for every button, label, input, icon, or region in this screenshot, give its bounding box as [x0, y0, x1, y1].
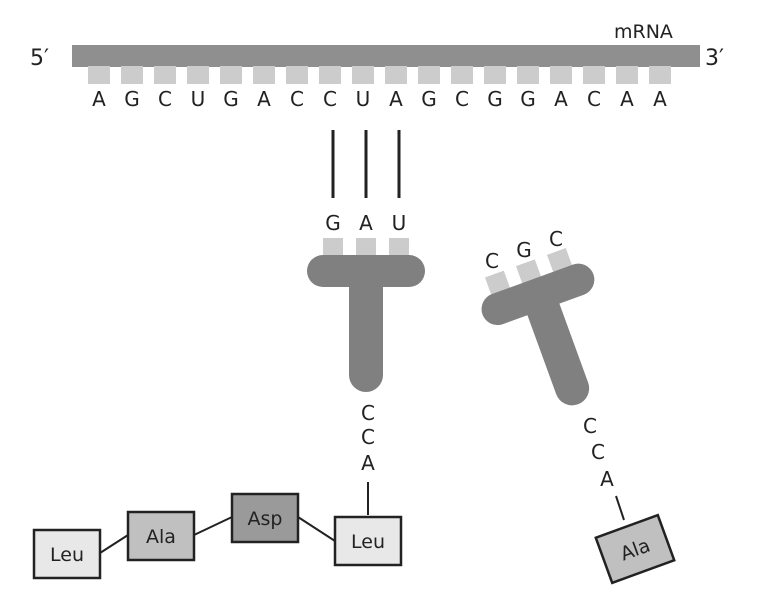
amino-acid-box	[230, 492, 300, 544]
amino-acid-label: Asp	[248, 508, 283, 530]
mrna-base-tab	[187, 66, 209, 84]
mrna-base: A	[554, 87, 568, 111]
mrna-base: U	[356, 87, 371, 111]
mrna-base-tab	[517, 66, 539, 84]
mrna-base-tab	[616, 66, 638, 84]
mrna-base-tab	[418, 66, 440, 84]
acceptor-base: C	[591, 440, 605, 464]
anticodon-base: U	[392, 211, 407, 235]
five-prime-label: 5′	[30, 46, 49, 71]
mrna-base-tab	[385, 66, 407, 84]
mrna-base-tab	[550, 66, 572, 84]
anticodon-letters: G A U	[325, 211, 406, 235]
acceptor-base: C	[361, 425, 375, 449]
trna-bound: G A U C C A	[307, 211, 425, 515]
peptide-bond	[99, 534, 129, 554]
mrna-base-tab	[121, 66, 143, 84]
trna-stem	[349, 270, 383, 392]
mrna-base-tab	[88, 66, 110, 84]
trna-free: C G C C C A Ala	[481, 227, 676, 585]
amino-acid-label: Leu	[50, 544, 84, 566]
amino-link-line	[615, 495, 625, 521]
mrna-base: A	[92, 87, 106, 111]
mrna-base: C	[455, 87, 469, 111]
mrna-base: U	[191, 87, 206, 111]
mrna-base-tab	[220, 66, 242, 84]
anticodon-base: C	[485, 249, 499, 273]
anticodon-tab	[389, 238, 409, 258]
mrna-base-tab	[451, 66, 473, 84]
polypeptide-chain: Leu Ala Asp Leu	[32, 492, 403, 580]
mrna-base: G	[421, 87, 437, 111]
base-pairing-lines	[331, 130, 401, 198]
acceptor-base: C	[583, 414, 597, 438]
mrna-base: C	[323, 87, 337, 111]
anticodon-base: G	[325, 211, 341, 235]
mrna-base: G	[223, 87, 239, 111]
mrna-base-tab	[319, 66, 341, 84]
mrna-base: C	[158, 87, 172, 111]
acceptor-base: A	[600, 467, 614, 491]
trna-stem	[526, 292, 590, 406]
three-prime-label: 3′	[705, 46, 724, 71]
mrna-base-tab	[352, 66, 374, 84]
amino-acid-box	[594, 513, 676, 585]
anticodon-base: G	[516, 238, 532, 262]
amino-acid-box	[126, 510, 196, 562]
mrna-base: A	[389, 87, 403, 111]
mrna-base: A	[620, 87, 634, 111]
anticodon-tabs	[323, 238, 409, 258]
mrna-base-tabs	[88, 66, 671, 84]
mrna-base: G	[520, 87, 536, 111]
amino-acid-box	[333, 515, 403, 567]
mrna-base-tab	[286, 66, 308, 84]
anticodon-base: A	[359, 211, 373, 235]
mrna-base-tab	[253, 66, 275, 84]
mrna-label: mRNA	[614, 21, 673, 43]
peptide-bond	[297, 516, 336, 542]
acceptor-base: C	[361, 401, 375, 425]
peptide-bond	[193, 516, 233, 536]
amino-acid-box	[32, 528, 102, 580]
acceptor-base: A	[361, 451, 375, 475]
acceptor-letters: C C A	[361, 401, 375, 475]
mrna-base: A	[257, 87, 271, 111]
anticodon-base: C	[549, 227, 563, 251]
mrna-base: A	[653, 87, 667, 111]
mrna-base-tab	[154, 66, 176, 84]
mrna-base-tab	[484, 66, 506, 84]
mrna-base-tab	[583, 66, 605, 84]
mrna-base: G	[487, 87, 503, 111]
mrna-backbone	[72, 45, 700, 67]
mrna-base-tab	[649, 66, 671, 84]
mrna-base: C	[587, 87, 601, 111]
mrna-base: C	[290, 87, 304, 111]
mrna-base: G	[124, 87, 140, 111]
amino-acid-label: Ala	[146, 526, 176, 548]
amino-acid-label: Leu	[351, 531, 385, 553]
anticodon-tab	[356, 238, 376, 258]
anticodon-tab	[323, 238, 343, 258]
